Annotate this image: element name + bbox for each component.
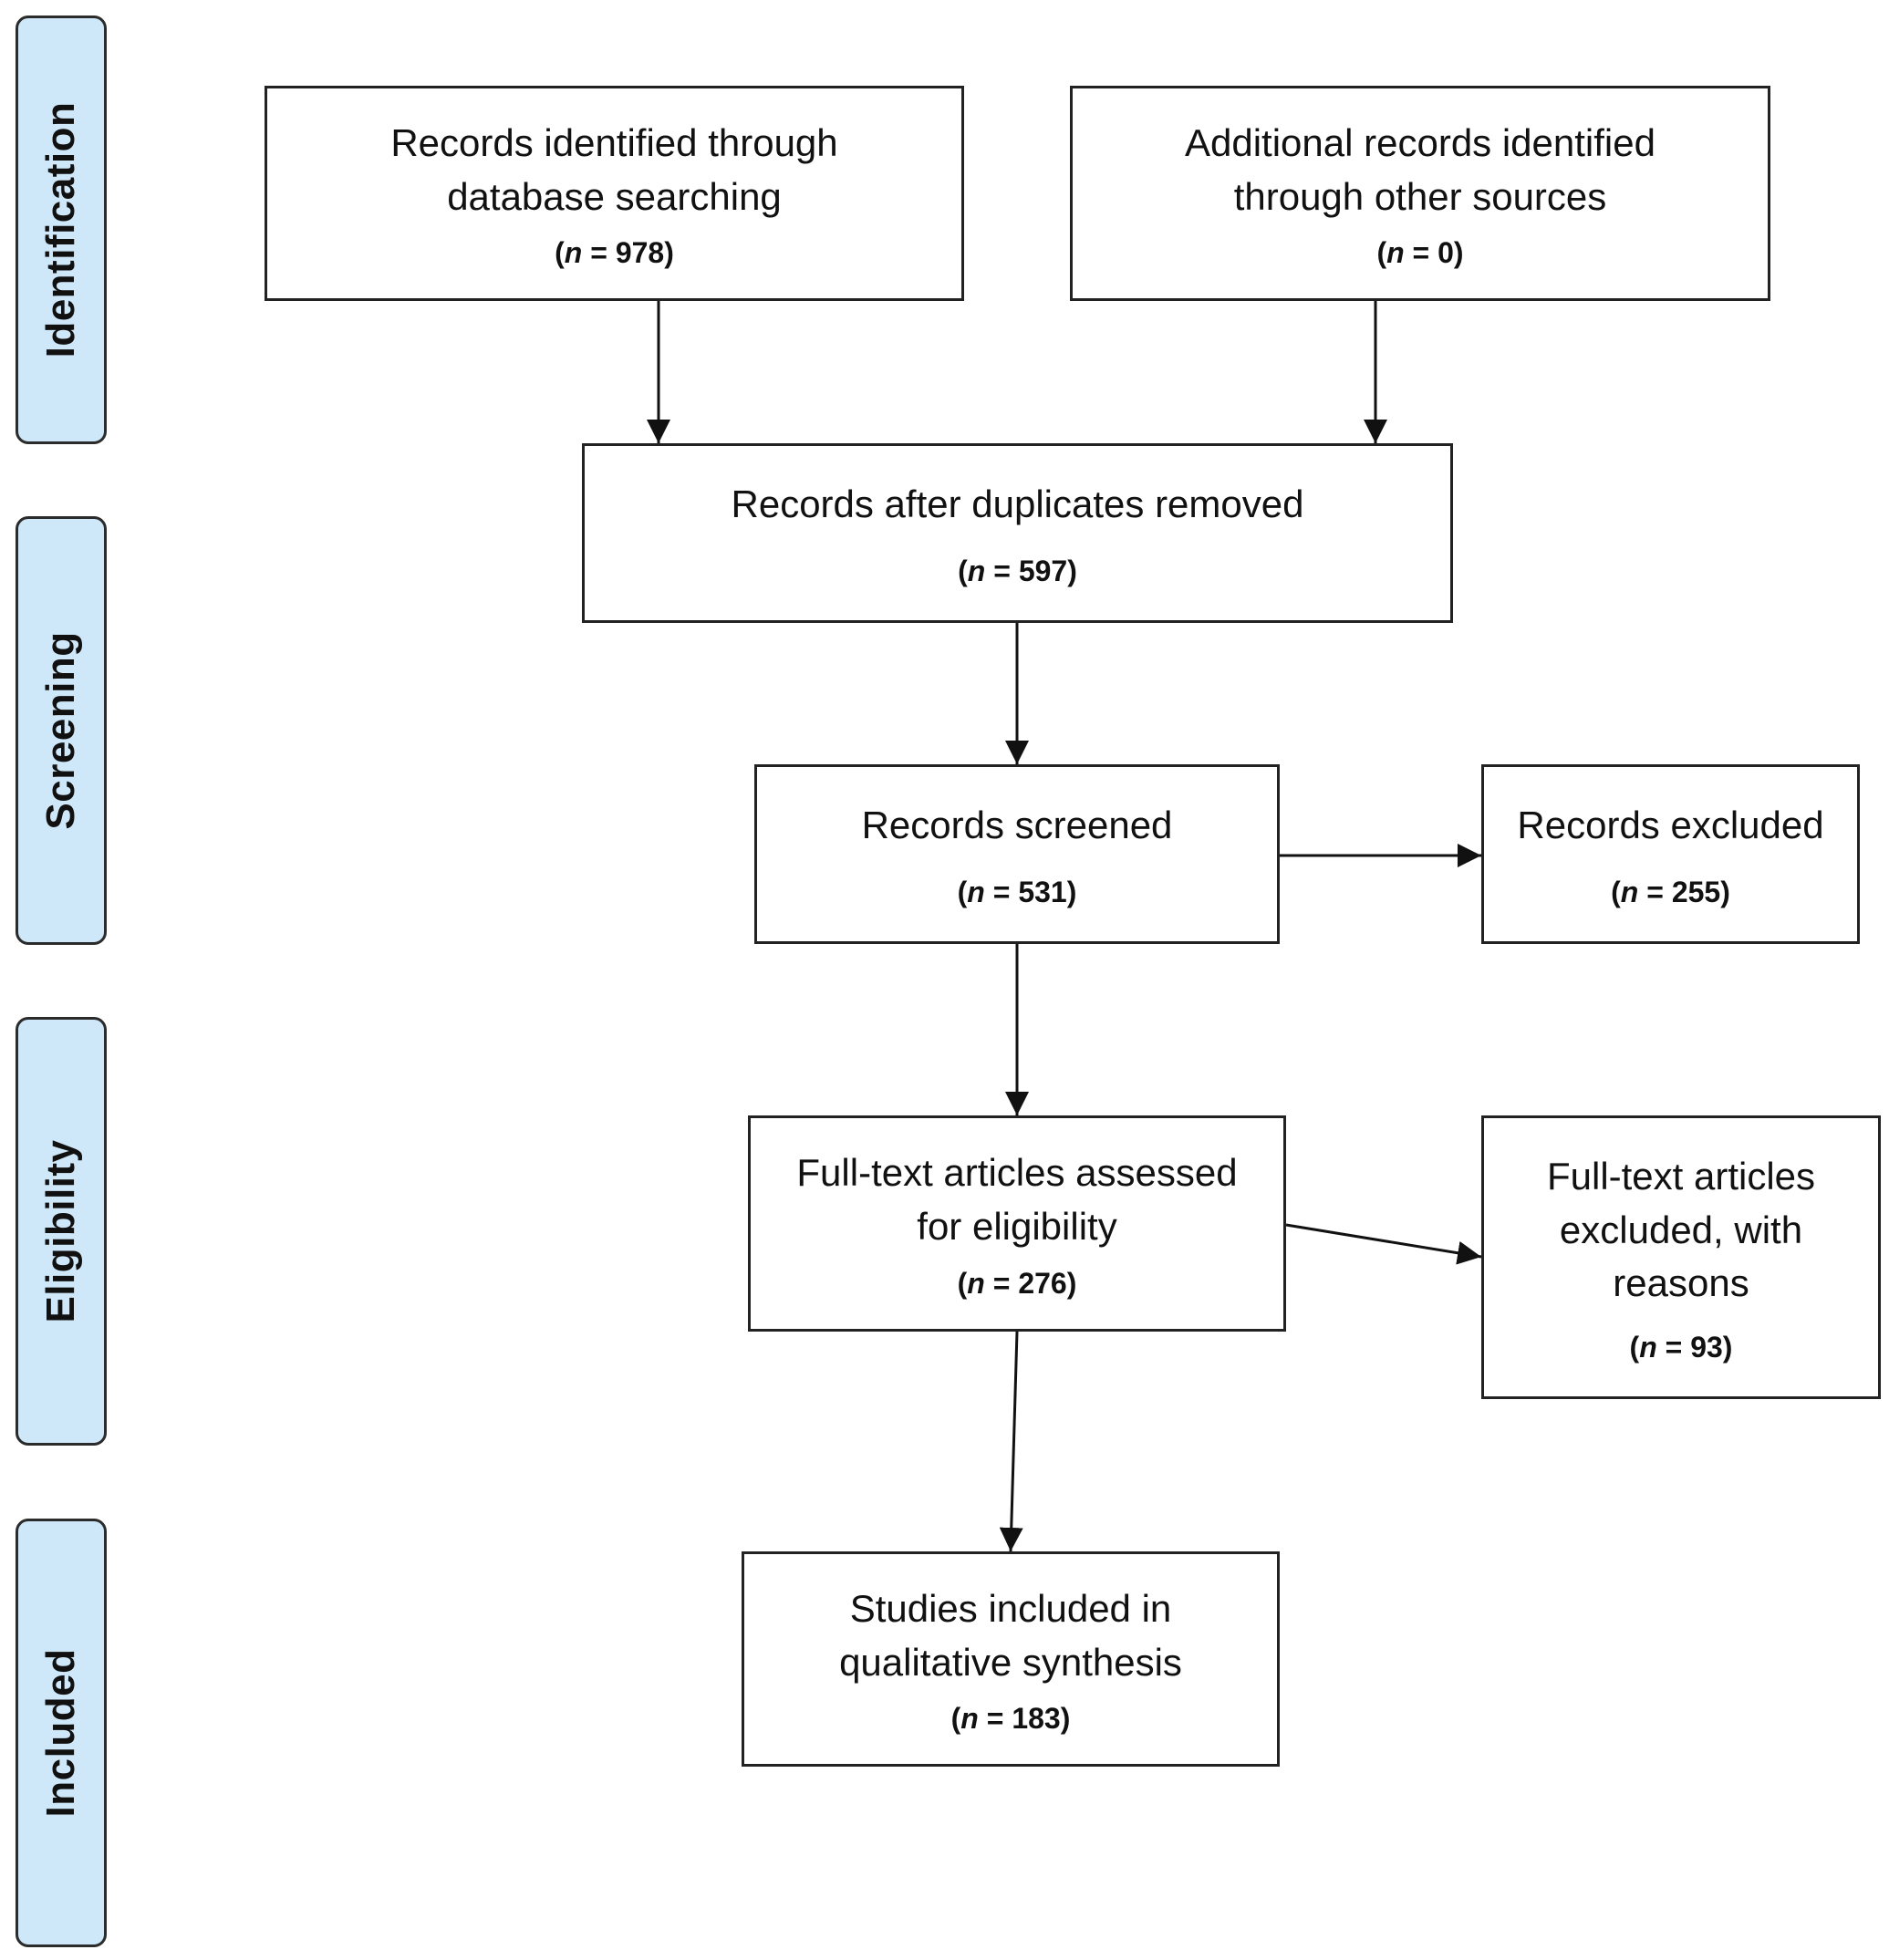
- arrow-fulltext-to-fulltext-excluded: [1285, 1223, 1482, 1265]
- box-other-sources-count: (n = 0): [1376, 236, 1464, 270]
- box-fulltext-excluded: Full-text articles excluded, with reason…: [1481, 1115, 1881, 1399]
- stage-screening: Screening: [16, 516, 107, 945]
- stage-screening-label: Screening: [38, 631, 83, 830]
- box-excluded-count: (n = 255): [1611, 876, 1730, 909]
- stage-included: Included: [16, 1519, 107, 1947]
- box-included-studies: Studies included in qualitative synthesi…: [742, 1551, 1280, 1767]
- box-screened: Records screened (n = 531): [754, 764, 1280, 944]
- box-screened-count: (n = 531): [957, 876, 1077, 909]
- box-fulltext-assessed-label: Full-text articles assessed for eligibil…: [796, 1151, 1238, 1248]
- box-excluded-label: Records excluded: [1517, 803, 1824, 846]
- stage-identification-label: Identification: [38, 101, 83, 358]
- box-after-duplicates-count: (n = 597): [958, 555, 1077, 588]
- box-included-studies-count: (n = 183): [950, 1702, 1071, 1736]
- stage-eligibility-label: Eligibility: [38, 1139, 83, 1323]
- box-fulltext-assessed: Full-text articles assessed for eligibil…: [748, 1115, 1286, 1332]
- stage-included-label: Included: [38, 1648, 83, 1818]
- arrow-fulltext-to-included: [999, 1331, 1023, 1552]
- box-database-search-label: Records identified through database sear…: [390, 120, 838, 218]
- box-screened-label: Records screened: [861, 803, 1173, 846]
- box-other-sources: Additional records identified through ot…: [1070, 86, 1770, 301]
- box-excluded: Records excluded (n = 255): [1481, 764, 1860, 944]
- stage-identification: Identification: [16, 16, 107, 444]
- box-after-duplicates: Records after duplicates removed (n = 59…: [582, 443, 1453, 623]
- box-database-search: Records identified through database sear…: [265, 86, 964, 301]
- box-fulltext-excluded-count: (n = 93): [1629, 1331, 1733, 1364]
- box-other-sources-label: Additional records identified through ot…: [1185, 120, 1655, 218]
- stage-eligibility: Eligibility: [16, 1017, 107, 1446]
- box-database-search-count: (n = 978): [555, 236, 674, 270]
- box-fulltext-excluded-label: Full-text articles excluded, with reason…: [1546, 1154, 1816, 1305]
- box-included-studies-label: Studies included in qualitative synthesi…: [839, 1586, 1182, 1684]
- box-fulltext-assessed-count: (n = 276): [957, 1266, 1077, 1300]
- box-after-duplicates-label: Records after duplicates removed: [731, 482, 1304, 525]
